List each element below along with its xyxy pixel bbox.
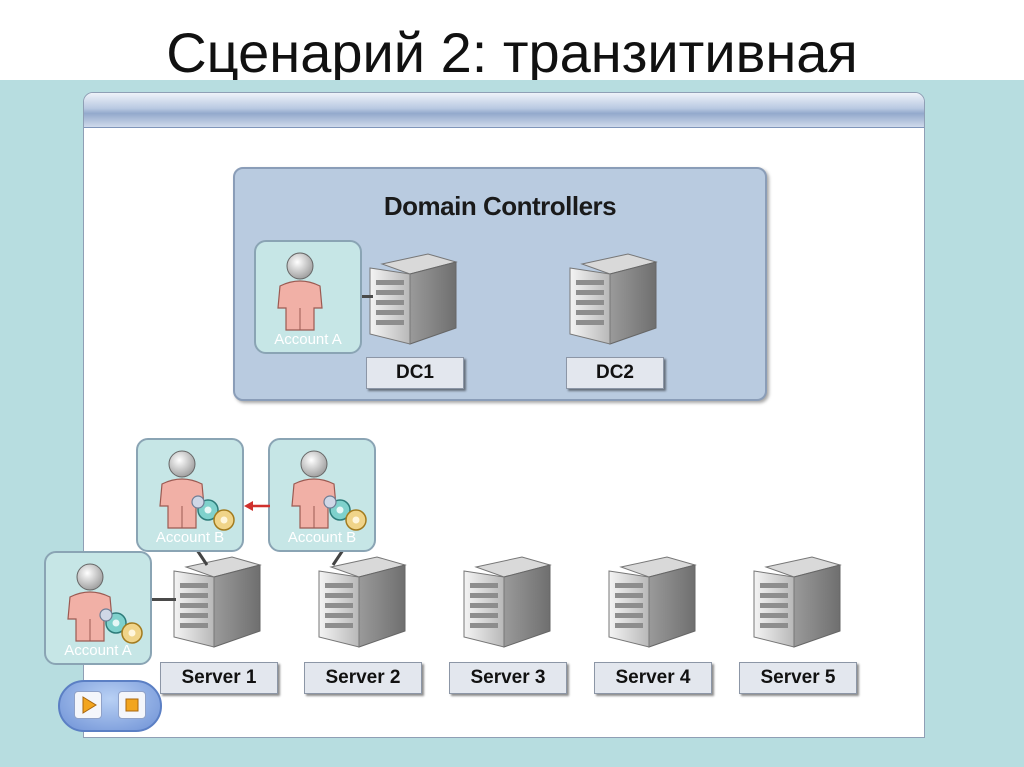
dc1-label: DC1 [366,357,464,389]
account-label: Account B [155,529,225,546]
stop-icon [125,698,139,712]
server1-account-b-card: Account B [136,438,244,552]
play-button[interactable] [74,691,102,719]
person-icon [277,252,323,331]
person-with-gears-icon [159,450,235,531]
server5-icon [752,553,842,649]
dc2-label: DC2 [566,357,664,389]
domain-controllers-label: Domain Controllers [383,191,617,221]
slide-nav-controls [58,680,162,732]
account-label: Account A [64,642,132,659]
server2-account-b-card: Account B [268,438,376,552]
server1-label: Server 1 [160,662,278,694]
dc2-server-icon [568,250,658,346]
server4-label: Server 4 [594,662,712,694]
server1-account-a-card: Account A [44,551,152,665]
connector-line [359,295,373,298]
stop-button[interactable] [118,691,146,719]
person-with-gears-icon [291,450,367,531]
dc1-account-card: Account A [254,240,362,354]
slide-title: Сценарий 2: транзитивная [166,21,858,84]
server2-label: Server 2 [304,662,422,694]
server5-label: Server 5 [739,662,857,694]
play-icon [82,696,97,714]
account-label: Account B [287,529,357,546]
connector-line [150,598,176,601]
server3-label: Server 3 [449,662,567,694]
server4-icon [607,553,697,649]
dc1-server-icon [368,250,458,346]
trust-arrow-icon [244,501,270,511]
person-with-gears-icon [67,563,143,644]
account-label: Account A [274,331,342,348]
window-title-bar [84,93,924,128]
server3-icon [462,553,552,649]
